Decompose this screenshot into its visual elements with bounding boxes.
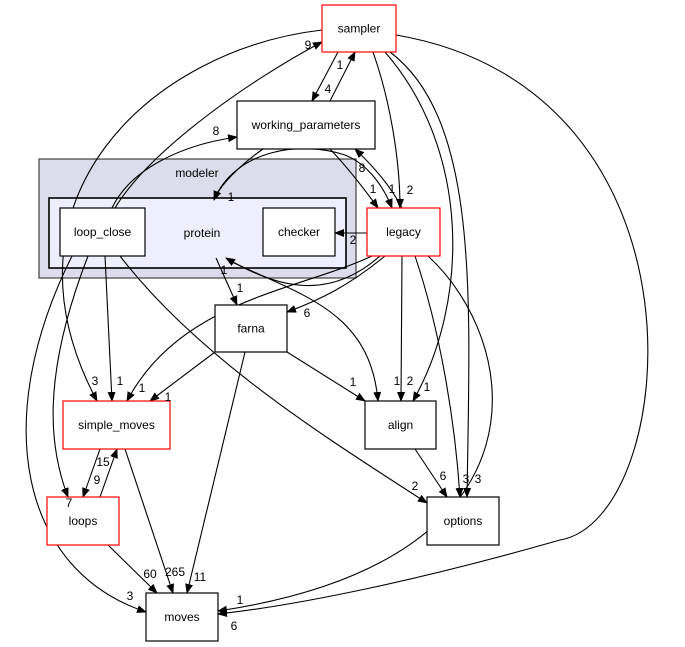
node-label: options xyxy=(444,514,483,528)
edge-loop-close-to-sampler[interactable] xyxy=(114,41,323,209)
edge-loop-close-to-moves[interactable] xyxy=(25,255,147,613)
edge-label: 1 xyxy=(350,375,357,389)
node-loop-close[interactable]: loop_close xyxy=(59,207,146,257)
edge-label: 4 xyxy=(325,82,332,96)
edge-label: 1 xyxy=(370,182,377,196)
edge-label: 3 xyxy=(127,589,134,603)
edge-label: 1 xyxy=(165,390,172,404)
edge-label: 2 xyxy=(412,479,419,493)
edge-label: 3 xyxy=(92,374,99,388)
node-checker[interactable]: checker xyxy=(262,207,336,257)
edge-label: 8 xyxy=(213,124,220,138)
edge-label: 1 xyxy=(221,263,228,277)
edge-label: 3 xyxy=(463,472,470,486)
edge-farna-to-align[interactable] xyxy=(286,351,366,402)
edge-legacy-to-working-parameters[interactable] xyxy=(354,148,403,209)
node-label: sampler xyxy=(338,22,381,36)
node-label: loop_close xyxy=(74,225,132,239)
edge-sampler-to-align[interactable] xyxy=(384,51,454,402)
node-working-parameters[interactable]: working_parameters xyxy=(236,100,376,150)
edge-loop-close-to-options[interactable] xyxy=(119,255,428,504)
node-options[interactable]: options xyxy=(426,496,500,546)
edge-label: 1 xyxy=(237,593,244,607)
edge-label: 1 xyxy=(424,380,431,394)
node-loops[interactable]: loops xyxy=(46,496,120,546)
edge-sampler-to-moves[interactable] xyxy=(217,34,649,617)
edge-label: 6 xyxy=(231,619,238,633)
node-label: farna xyxy=(237,322,265,336)
edge-label: 7 xyxy=(66,496,73,510)
edge-protein-to-align[interactable] xyxy=(227,259,382,402)
edge-working-parameters-to-legacy[interactable] xyxy=(329,148,379,209)
node-label: loops xyxy=(69,514,98,528)
edge-label: 1 xyxy=(117,374,124,388)
node-label: moves xyxy=(164,610,199,624)
edge-label: 8 xyxy=(359,161,366,175)
edge-loops-to-simple-moves[interactable] xyxy=(99,448,118,498)
edge-simple-moves-to-moves[interactable] xyxy=(124,448,174,594)
edge-label: 60 xyxy=(143,567,157,581)
edge-label: 1 xyxy=(389,182,396,196)
edge-label: 2 xyxy=(350,233,357,247)
edge-farna-to-moves[interactable] xyxy=(185,351,246,594)
edge-working-parameters-to-sampler[interactable] xyxy=(329,51,356,102)
edge-label: 2 xyxy=(407,374,414,388)
edge-label: 15 xyxy=(96,455,110,469)
node-label: working_parameters xyxy=(251,118,361,132)
edge-label: 265 xyxy=(165,565,185,579)
node-sampler[interactable]: sampler xyxy=(321,4,397,53)
node-simple-moves[interactable]: simple_moves xyxy=(62,400,171,450)
edge-simple-moves-to-loops[interactable] xyxy=(82,448,101,498)
edge-loop-close-to-simple-moves[interactable] xyxy=(104,255,116,402)
node-label: checker xyxy=(278,225,320,239)
node-label: simple_moves xyxy=(78,418,155,432)
edge-loop-close-to-working-parameters[interactable] xyxy=(111,134,238,209)
edge-legacy-to-align[interactable] xyxy=(397,255,406,402)
edge-loop-close-to-loops[interactable] xyxy=(52,255,89,498)
edge-label: 1 xyxy=(237,281,244,295)
edge-label: 6 xyxy=(304,306,311,320)
edge-sampler-to-working-parameters[interactable] xyxy=(311,51,339,102)
edge-label: 6 xyxy=(440,469,447,483)
edge-label: 1 xyxy=(228,190,235,204)
edge-label: 9 xyxy=(305,38,312,52)
edge-label: 1 xyxy=(394,374,401,388)
edge-label: 2 xyxy=(407,183,414,197)
edge-label: 9 xyxy=(94,473,101,487)
node-label: legacy xyxy=(386,225,421,239)
edge-loops-to-moves[interactable] xyxy=(107,544,158,594)
cluster-modeler-label: modeler xyxy=(175,166,218,180)
cluster-protein-label: protein xyxy=(184,226,221,240)
edge-sampler-to-options[interactable] xyxy=(389,51,472,498)
node-legacy[interactable]: legacy xyxy=(366,207,441,257)
edge-legacy-to-simple-moves[interactable] xyxy=(126,255,373,402)
edge-protein-to-legacy[interactable] xyxy=(213,148,393,209)
edge-legacy-to-farna[interactable] xyxy=(286,255,386,313)
edge-label: 1 xyxy=(139,381,146,395)
edge-legacy-to-options[interactable] xyxy=(414,255,464,498)
edge-farna-to-simple-moves[interactable] xyxy=(149,351,216,402)
edge-protein-to-farna[interactable] xyxy=(215,257,238,306)
edge-label: 3 xyxy=(475,472,482,486)
edge-align-to-options[interactable] xyxy=(414,448,448,498)
edge-label: 1 xyxy=(337,58,344,72)
node-align[interactable]: align xyxy=(364,400,437,450)
node-farna[interactable]: farna xyxy=(214,304,288,353)
edge-label: 11 xyxy=(194,570,207,584)
node-label: align xyxy=(388,418,413,432)
edge-legacy-to-moves[interactable] xyxy=(217,255,493,614)
edge-sampler-to-legacy[interactable] xyxy=(372,51,404,209)
node-moves[interactable]: moves xyxy=(145,592,219,642)
